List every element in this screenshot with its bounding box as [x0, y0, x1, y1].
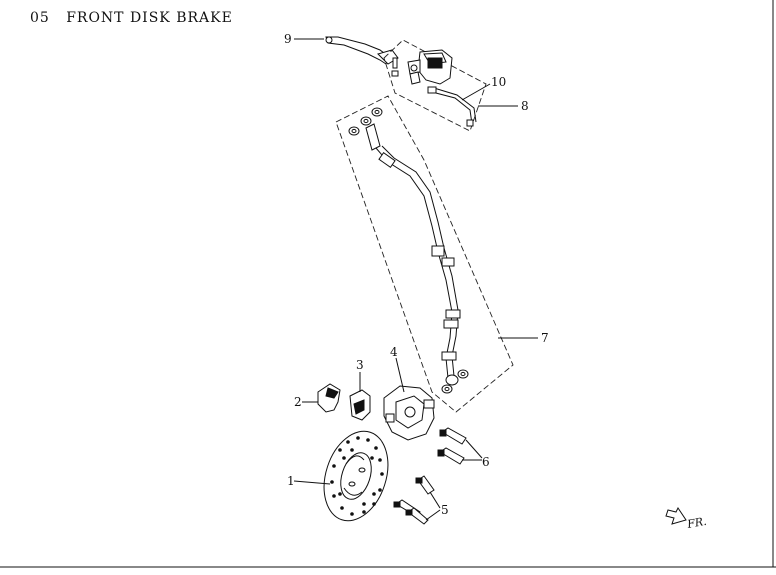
- callout-label-2: 2: [294, 395, 302, 409]
- master-cylinder: [407, 49, 453, 85]
- brake-hose: [348, 107, 469, 394]
- section-title: FRONT DISK BRAKE: [66, 10, 233, 26]
- master-cylinder-group-outline: [383, 39, 487, 132]
- brake-disc: [323, 430, 389, 522]
- brake-switch: [427, 86, 477, 127]
- direction-arrow-icon: [665, 507, 687, 525]
- callout-leader-6a: [465, 439, 483, 459]
- callout-label-3: 3: [356, 358, 364, 372]
- callout-label-1: 1: [287, 474, 295, 488]
- disc-holes: [330, 436, 384, 516]
- callout-leader-10: [461, 83, 491, 101]
- brake-pad-inner: [349, 389, 371, 421]
- callout-label-8: 8: [521, 99, 529, 113]
- callout-leader-5b: [425, 509, 441, 521]
- callout-label-7: 7: [541, 331, 549, 345]
- callout-label-5: 5: [441, 503, 449, 517]
- caliper-bolt-upper: [439, 427, 467, 445]
- section-number: 05: [30, 10, 50, 26]
- lever-pin: [391, 57, 399, 77]
- brake-hose-group-outline: [335, 95, 514, 413]
- callout-label-6: 6: [482, 455, 490, 469]
- callout-label-4: 4: [390, 345, 398, 359]
- brake-pad-outer: [317, 383, 341, 413]
- disc-bolt-upper: [415, 475, 435, 495]
- brake-lever: [325, 36, 399, 65]
- callout-leader-5a: [429, 491, 441, 509]
- callout-leader-1: [293, 480, 331, 485]
- disc-bolt-middle: [405, 507, 429, 525]
- caliper-bolt-lower: [437, 447, 465, 465]
- brake-caliper: [383, 385, 435, 441]
- callout-label-9: 9: [284, 32, 292, 46]
- diagram-title: 05 FRONT DISK BRAKE: [30, 10, 233, 26]
- direction-label: FR.: [685, 515, 707, 531]
- callout-label-10: 10: [491, 75, 506, 89]
- callout-leader-4: [395, 357, 405, 393]
